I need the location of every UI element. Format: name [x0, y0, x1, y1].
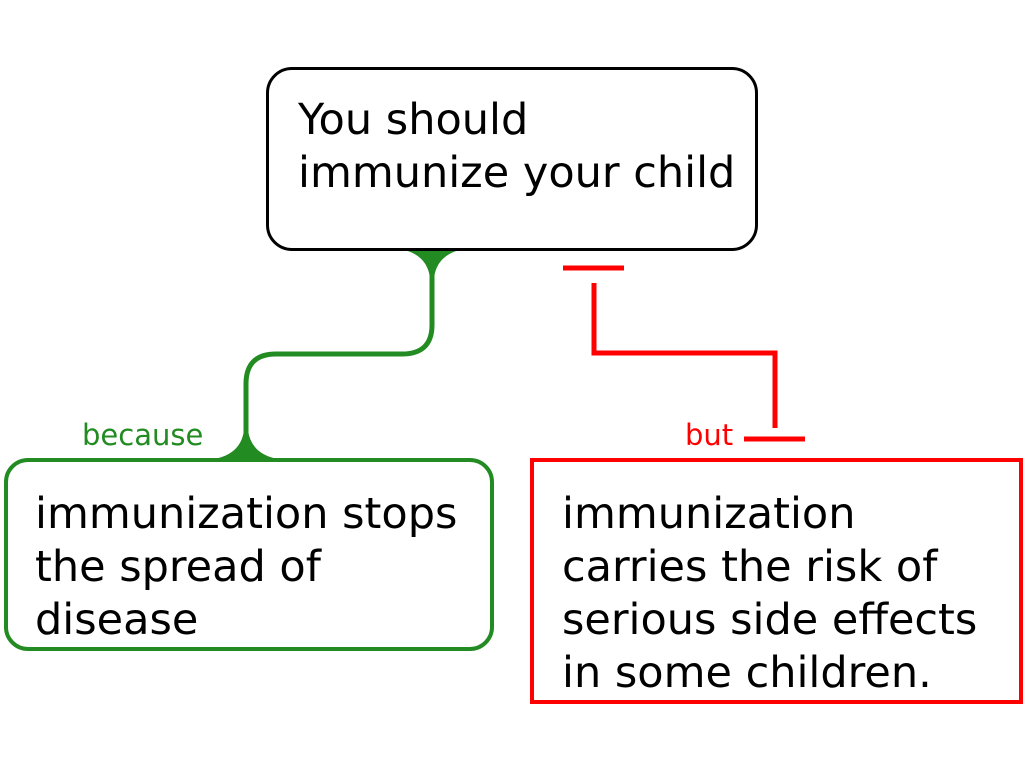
reason-support-bottom-flare: [214, 430, 278, 459]
objection-text-line: immunization: [562, 489, 856, 539]
objection-text-line: in some children.: [562, 648, 932, 698]
objection-text-line: carries the risk of: [562, 542, 938, 592]
objection-box: immunization carries the risk of serious…: [530, 458, 1023, 704]
reason-box: immunization stops the spread of disease: [4, 458, 494, 651]
reason-text-line: the spread of: [35, 542, 321, 592]
but-label: but: [685, 418, 734, 452]
reason-support-top-flare: [400, 249, 464, 278]
reason-text-line: disease: [35, 595, 199, 645]
objection-text-line: serious side effects: [562, 595, 978, 645]
claim-box: You should immunize your child: [266, 67, 758, 251]
reason-support-connector: [243, 252, 435, 456]
claim-text-line: immunize your child: [298, 148, 736, 198]
claim-text-line: You should: [298, 95, 529, 145]
objection-rebuttal-connector: [591, 283, 778, 428]
because-label: because: [82, 418, 204, 452]
reason-text-line: immunization stops: [35, 489, 458, 539]
